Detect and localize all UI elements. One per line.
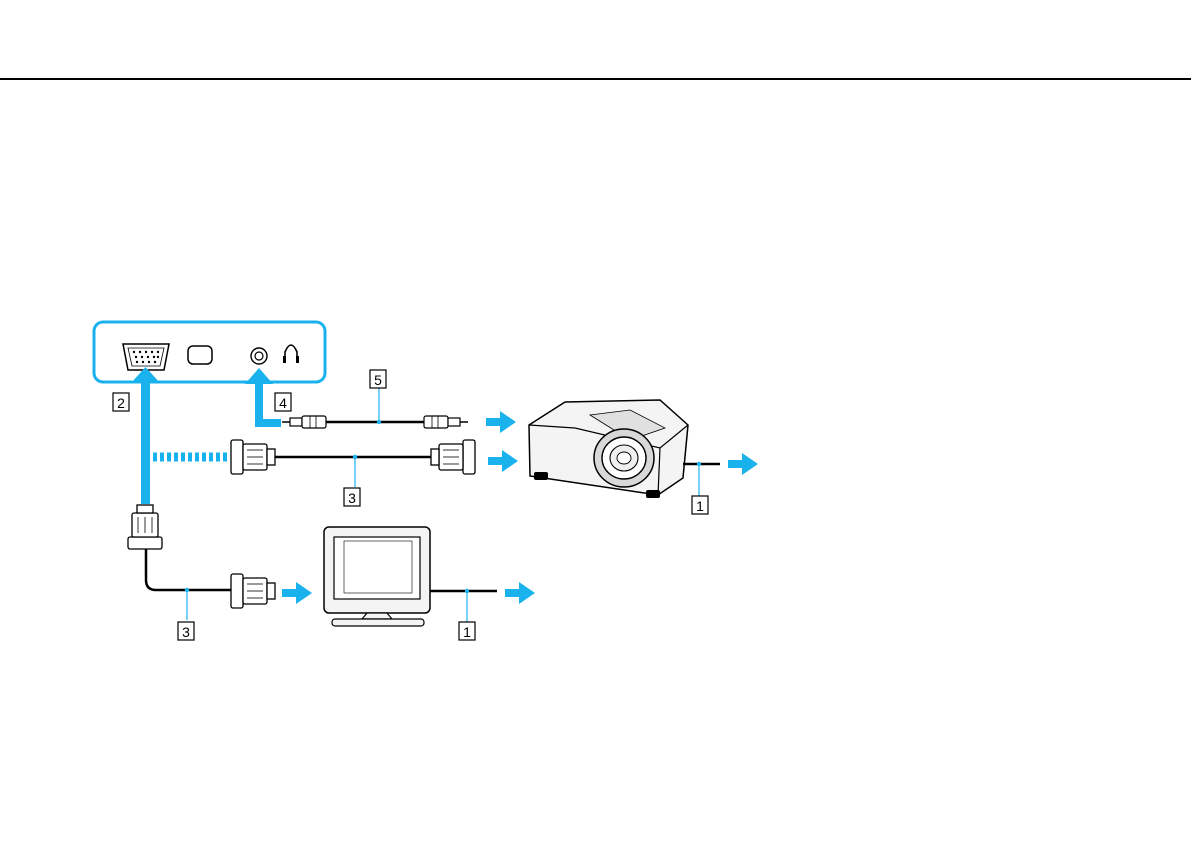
- callout-box: 2: [113, 393, 129, 411]
- vga-connector-icon: [231, 574, 275, 608]
- callout-label: 4: [279, 395, 287, 411]
- callout-box: 4: [275, 393, 291, 411]
- audio-plug-icon: [282, 416, 326, 428]
- audio-jack-icon: [251, 348, 267, 364]
- audio-cable: [282, 388, 516, 433]
- callout-box: 1: [459, 622, 475, 640]
- callout-label: 2: [117, 395, 125, 411]
- callout-box: 3: [178, 622, 194, 640]
- port-panel: [94, 322, 325, 382]
- monitor-power-cord: [465, 582, 535, 622]
- audio-plug-icon: [424, 416, 468, 428]
- projector-power-cord: [697, 453, 758, 496]
- vga-connection-arrow: [131, 367, 160, 504]
- callout-label: 5: [374, 372, 382, 388]
- callout-box: 5: [370, 370, 386, 388]
- vga-connector-icon: [231, 440, 275, 474]
- vga-connector-icon: [128, 505, 162, 549]
- callout-box: 1: [692, 496, 708, 514]
- callout-box: 3: [344, 488, 360, 506]
- callout-label: 3: [182, 624, 190, 640]
- callout-label: 3: [348, 490, 356, 506]
- hdmi-port-icon: [188, 346, 212, 364]
- callout-label: 1: [696, 498, 704, 514]
- projector-icon: [529, 400, 720, 498]
- monitor-icon: [324, 527, 497, 626]
- projector-display-cable: [231, 440, 518, 487]
- vga-connector-icon: [431, 440, 475, 474]
- monitor-display-cable: [128, 505, 312, 620]
- vga-port-icon: [123, 344, 169, 370]
- callout-label: 1: [463, 624, 471, 640]
